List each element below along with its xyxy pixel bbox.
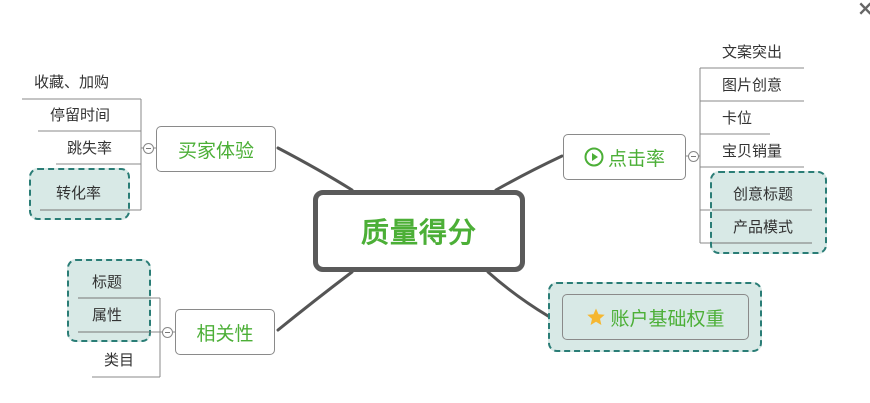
leaf-slot-position[interactable]: 卡位 (722, 109, 753, 127)
branch-account-label: 账户基础权重 (610, 307, 725, 330)
leaf-bounce-rate[interactable]: 跳失率 (67, 139, 113, 157)
close-icon[interactable]: × (857, 0, 870, 20)
play-circle-icon (584, 147, 604, 167)
collapse-toggle-relevance[interactable] (162, 327, 173, 338)
leaf-category[interactable]: 类目 (104, 351, 135, 369)
star-icon (586, 307, 606, 327)
leaf-copy-highlight[interactable]: 文案突出 (722, 43, 783, 61)
highlight-conversion (29, 168, 130, 220)
leaf-title[interactable]: 标题 (92, 273, 123, 291)
connector-relevance (276, 270, 354, 332)
connector-account (486, 270, 550, 318)
branch-relevance-label: 相关性 (196, 322, 254, 345)
leaf-conversion-rate[interactable]: 转化率 (56, 184, 102, 202)
center-topic[interactable]: 质量得分 (313, 190, 525, 272)
connector-ctr (494, 154, 564, 192)
branch-buyer-label: 买家体验 (177, 139, 254, 162)
leaf-favorite-cart[interactable]: 收藏、加购 (34, 73, 110, 91)
highlight-ctr-group (710, 171, 827, 254)
collapse-toggle-buyer[interactable] (143, 143, 154, 154)
leaf-attribute[interactable]: 属性 (92, 306, 123, 324)
collapse-toggle-ctr[interactable] (688, 151, 699, 162)
leaf-dwell-time[interactable]: 停留时间 (50, 106, 111, 124)
connector-buyer (276, 146, 354, 192)
highlight-relevance-group (67, 259, 151, 342)
branch-relevance[interactable]: 相关性 (175, 309, 275, 355)
leaf-product-mode[interactable]: 产品模式 (733, 218, 794, 236)
leaf-item-sales[interactable]: 宝贝销量 (722, 142, 783, 160)
branch-click-rate[interactable]: 点击率 (563, 134, 686, 180)
leaf-image-creative[interactable]: 图片创意 (722, 76, 783, 94)
branch-ctr-label: 点击率 (607, 147, 665, 170)
leaf-creative-title[interactable]: 创意标题 (733, 185, 794, 203)
branch-buyer-experience[interactable]: 买家体验 (156, 126, 276, 172)
branch-account-weight[interactable]: 账户基础权重 (562, 294, 749, 340)
